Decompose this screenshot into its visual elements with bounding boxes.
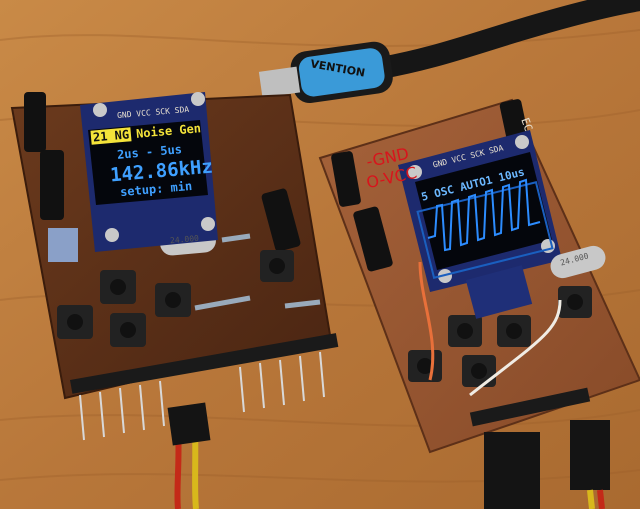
oscilloscope-waveform [416,178,554,279]
right-cable [484,420,610,509]
usb-cable [359,0,640,81]
right-pcb [318,98,640,454]
usb-plug [258,41,393,103]
left-pcb [10,92,339,441]
